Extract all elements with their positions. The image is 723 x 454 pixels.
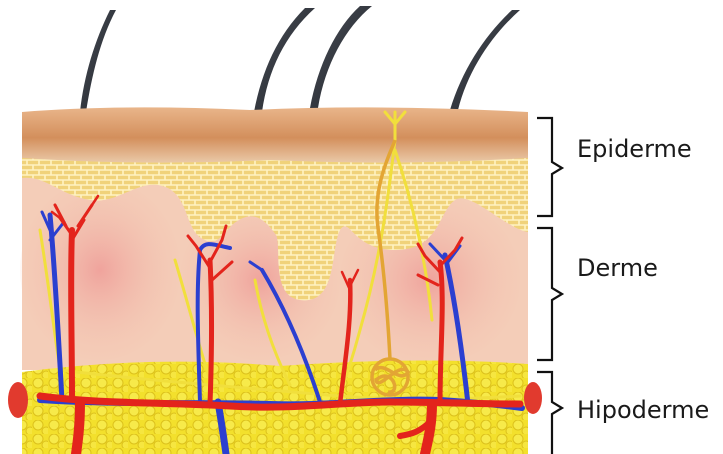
epidermis-bracket — [537, 118, 562, 216]
dermis-bracket — [537, 228, 562, 360]
hair-shaft — [254, 8, 315, 112]
stratum-corneum — [22, 107, 528, 162]
hypodermis-bracket — [537, 372, 562, 454]
hair-shaft — [80, 10, 116, 112]
hypodermis-label: Hipoderme — [577, 398, 709, 422]
fat-lobe-edge — [524, 382, 542, 414]
dermis-label: Derme — [577, 256, 658, 280]
fat-lobe-edge — [8, 382, 28, 418]
hair-shaft — [310, 6, 372, 108]
hair-shafts — [80, 6, 520, 112]
epidermis-label: Epiderme — [577, 137, 692, 161]
hair-shaft — [450, 10, 520, 110]
